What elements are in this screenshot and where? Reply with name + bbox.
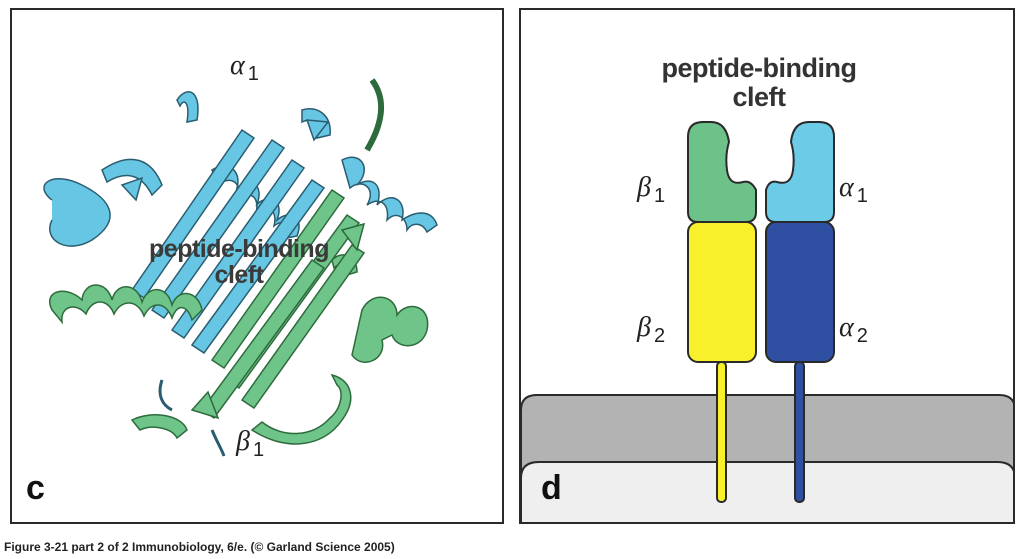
alpha-tail [158,379,173,412]
beta-chain-ribbon [49,254,429,445]
alpha-transmembrane-tail [794,361,805,503]
panel-letter-c: c [26,469,45,507]
alpha-beta-strands [120,119,330,355]
membrane-inner [521,461,1013,522]
peptide-binding-cleft-label-c: peptide-binding cleft [149,235,329,289]
ribbon-diagram [43,78,438,457]
domain-schematic [521,121,1013,522]
beta-tail-top [364,78,385,152]
beta-beta-strands [190,188,366,420]
peptide-binding-cleft-label-d: peptide-binding cleft [661,53,857,112]
beta1-domain [687,121,757,223]
beta-tail-bottom [210,429,226,457]
beta-transmembrane-tail [716,361,727,503]
beta2-domain [687,221,757,363]
panel-letter-d: d [541,469,562,507]
alpha2-domain [765,221,835,363]
alpha1-domain [765,121,835,223]
figure-caption: Figure 3-21 part 2 of 2 Immunobiology, 6… [4,540,395,554]
